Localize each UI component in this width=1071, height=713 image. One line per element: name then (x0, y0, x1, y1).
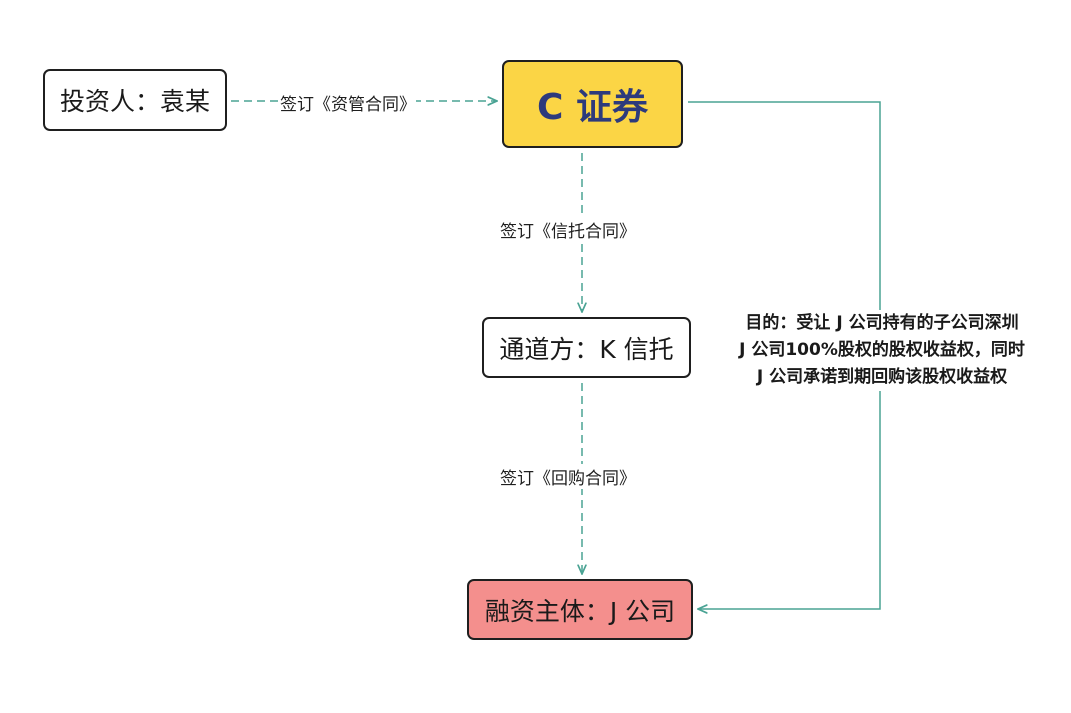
asset-management-contract-label: 签订《资管合同》 (280, 90, 416, 115)
investor-label: 投资人：袁某 (59, 87, 210, 116)
purpose-note-line-3: J 公司承诺到期回购该股权收益权 (756, 367, 1008, 387)
securities-label: C 证券 (537, 87, 648, 128)
trust-channel-label: 通道方：K 信托 (499, 334, 674, 364)
financier-node: 融资主体：J 公司 (467, 579, 693, 640)
repurchase-contract-label: 签订《回购合同》 (500, 464, 636, 489)
purpose-note-line-1: 目的：受让 J 公司持有的子公司深圳 (745, 313, 1019, 333)
trust-channel-node: 通道方：K 信托 (482, 317, 691, 378)
trust-contract-label: 签订《信托合同》 (500, 217, 636, 242)
securities-node: C 证券 (502, 60, 683, 148)
purpose-note-line-2: J 公司100%股权的股权收益权，同时 (739, 340, 1025, 360)
investor-node: 投资人：袁某 (43, 69, 227, 131)
financier-label: 融资主体：J 公司 (484, 596, 676, 626)
purpose-note: 目的：受让 J 公司持有的子公司深圳 J 公司100%股权的股权收益权，同时 J… (716, 310, 1048, 391)
